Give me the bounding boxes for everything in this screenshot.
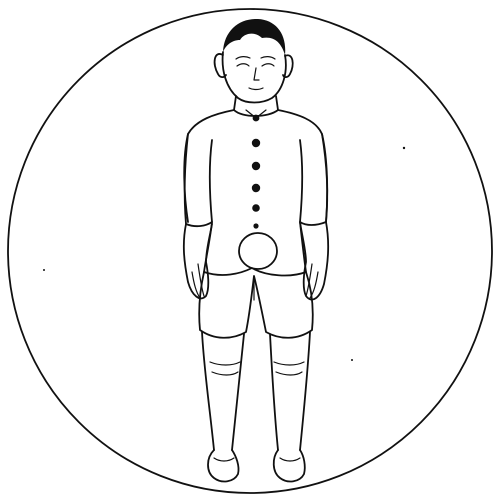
right-eye (262, 64, 274, 66)
jacket-hem (204, 222, 306, 275)
mouth (249, 88, 263, 90)
left-leg (202, 332, 244, 450)
meridian-points (252, 115, 260, 229)
right-sleeve (300, 134, 327, 225)
left-shoe (208, 450, 239, 481)
nose (254, 68, 259, 80)
left-shoe-top (214, 458, 234, 461)
right-leg (270, 332, 310, 450)
frame-circle (8, 9, 492, 493)
right-shoe (274, 450, 305, 481)
energy-center-circle (239, 233, 277, 269)
meridian-point (252, 204, 260, 212)
meridian-point (253, 115, 260, 122)
left-eye (237, 64, 249, 66)
right-shoe-top (280, 458, 300, 461)
hair (223, 19, 285, 55)
right-leg-fold (274, 362, 304, 375)
ink-speck (351, 359, 353, 361)
meridian-point (252, 184, 260, 192)
meridian-point (252, 162, 260, 170)
left-leg-fold (210, 362, 240, 375)
left-sleeve (185, 134, 212, 226)
right-brow (261, 57, 275, 59)
shorts (199, 272, 313, 338)
left-hand (184, 224, 212, 298)
meridian-point (253, 223, 258, 228)
meridian-point (252, 139, 260, 147)
left-brow (236, 57, 250, 59)
ink-speck (403, 147, 405, 149)
ink-speck (43, 269, 45, 271)
